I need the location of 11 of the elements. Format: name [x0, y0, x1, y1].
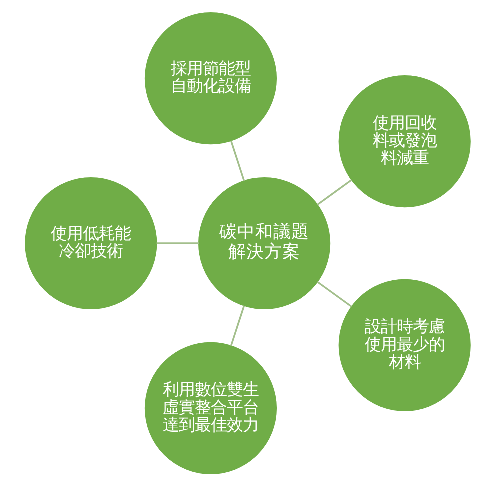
node-circle: 碳中和議題解決方案 — [198, 177, 331, 310]
node-circle: 使用回收料或發泡料減重 — [338, 76, 471, 208]
node-circle: 採用節能型自動化設備 — [144, 12, 278, 145]
node-circle: 利用數位雙生虛實整合平台達到最佳效力 — [144, 342, 278, 474]
connector — [230, 306, 246, 346]
connector — [317, 179, 352, 206]
node-circle: 設計時考慮使用最少的材料 — [338, 279, 471, 412]
connector — [317, 281, 352, 308]
connector — [156, 242, 199, 244]
node-circle: 使用低耗能冷卻技術 — [25, 177, 158, 310]
connector — [230, 140, 246, 182]
